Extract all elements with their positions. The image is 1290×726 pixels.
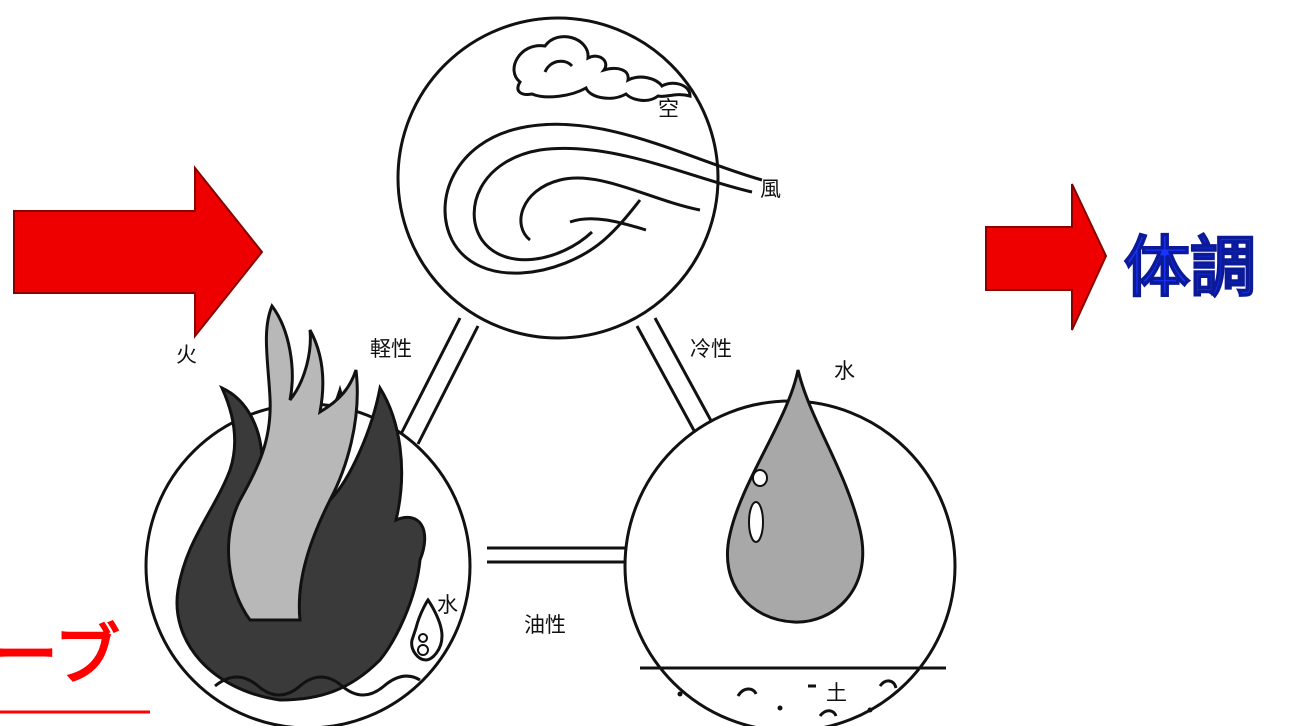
body-condition-text: 体調 — [1124, 229, 1256, 306]
connector-bottom — [487, 548, 630, 562]
herb-text: ーブ — [0, 617, 120, 694]
fire-water-label: 水 — [437, 593, 458, 617]
fire-label: 火 — [176, 343, 197, 367]
light-quality-label: 軽性 — [370, 337, 412, 361]
sky-label: 空 — [658, 97, 679, 121]
connector-right — [637, 318, 715, 436]
wind-label: 風 — [760, 177, 781, 201]
water-label: 水 — [834, 359, 855, 383]
earth-label: 土 — [826, 681, 847, 705]
right-red-arrow-icon — [986, 184, 1106, 330]
left-red-arrow-icon — [14, 168, 262, 336]
cold-quality-label: 冷性 — [690, 337, 732, 361]
water-earth-circle: 土 水 — [625, 359, 955, 726]
fire-circle: 水 火 — [146, 306, 470, 726]
oily-quality-label: 油性 — [524, 613, 566, 637]
air-circle: 空 風 — [398, 18, 781, 338]
